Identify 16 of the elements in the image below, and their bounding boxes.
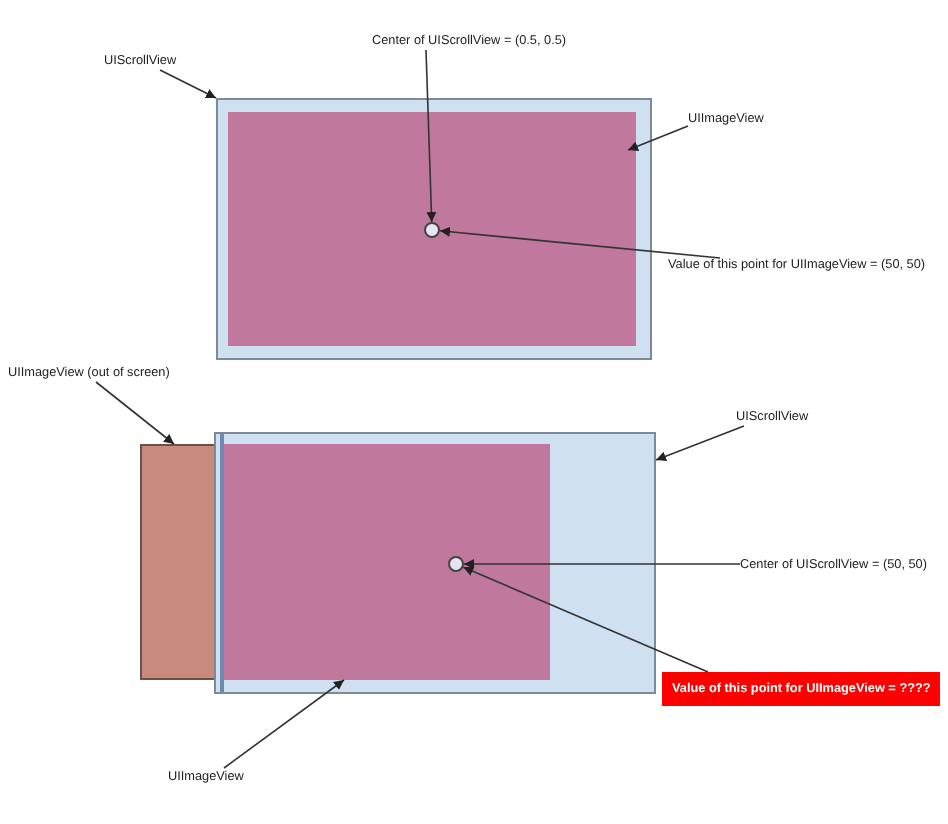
image-view-area [222,444,550,680]
scroll-view-frame [214,432,656,694]
leader-line [439,226,721,259]
leader-line [425,49,437,223]
scroll-view-frame [216,98,652,360]
leader-line [159,69,217,99]
leader-line [655,425,745,462]
leader-line [627,125,689,151]
leader-line [95,381,175,445]
image-view-area [228,112,636,346]
leader-line [223,679,345,769]
leader-line [462,566,709,673]
offscreen-image-area [140,444,216,680]
leader-line [463,559,741,569]
point-marker [424,222,440,238]
point-marker [448,556,464,572]
